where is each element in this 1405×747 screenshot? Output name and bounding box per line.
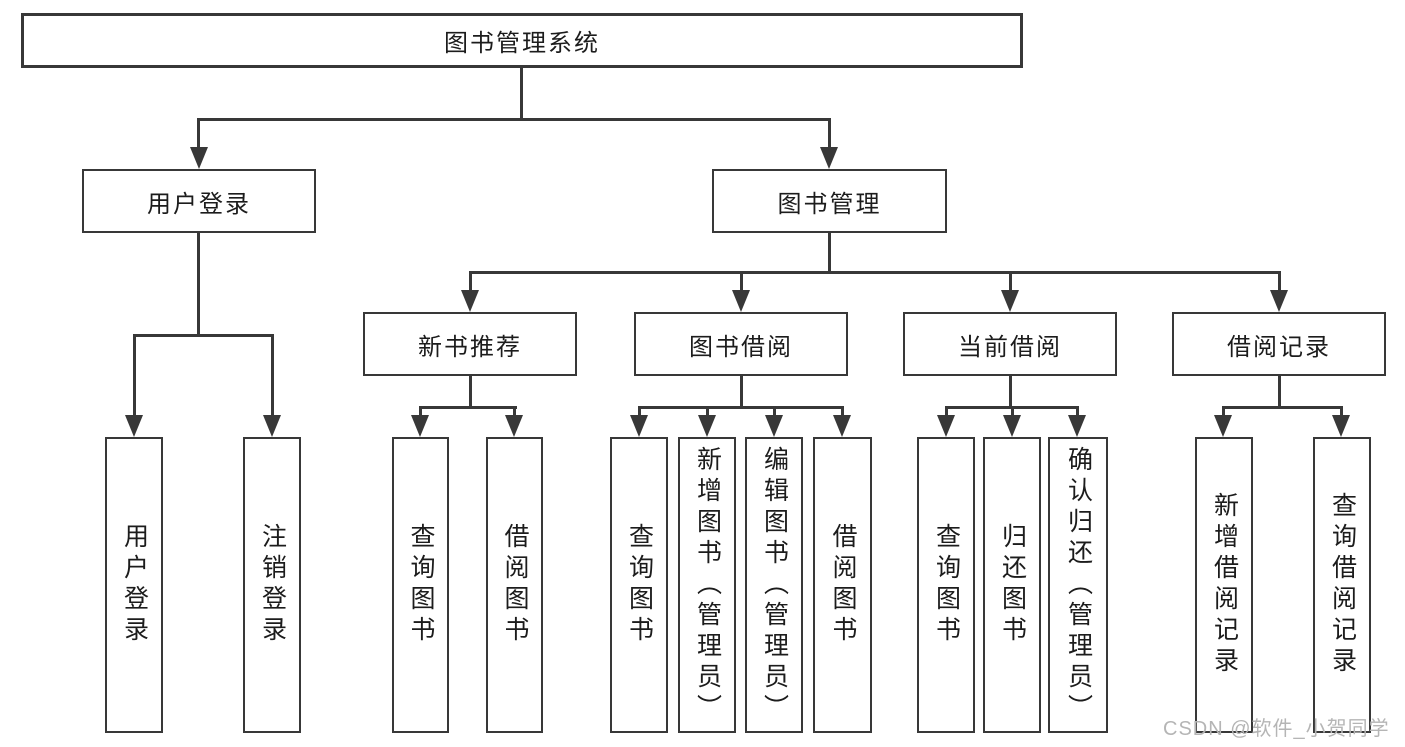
connector-to-leaf-borrow-1 — [513, 406, 516, 418]
leaf-logout: 注销登录 — [243, 437, 301, 733]
connector-to-borrow-records — [1278, 271, 1281, 293]
connector-to-current-borrow — [1009, 271, 1012, 293]
connector-new-book-stub — [469, 376, 472, 409]
leaf-query-borrow-record-label: 查询借阅记录 — [1328, 492, 1357, 678]
connector-to-leaf-add-record — [1222, 406, 1225, 418]
connector-user-login-bar — [133, 334, 274, 337]
connector-to-leaf-logout — [271, 334, 274, 418]
connector-borrow-records-bar — [1222, 406, 1342, 409]
node-user-login: 用户登录 — [82, 169, 316, 233]
leaf-user-login: 用户登录 — [105, 437, 163, 733]
node-new-book-recommend: 新书推荐 — [363, 312, 577, 376]
node-book-borrow-label: 图书借阅 — [689, 333, 793, 361]
leaf-logout-label: 注销登录 — [258, 523, 287, 647]
leaf-query-book-2: 查询图书 — [610, 437, 668, 733]
connector-to-user-login — [197, 118, 200, 149]
arrow-to-current-borrow — [1001, 290, 1019, 312]
arrow-to-leaf-user-login — [125, 415, 143, 437]
node-current-borrow: 当前借阅 — [903, 312, 1117, 376]
arrow-to-leaf-return — [1003, 415, 1021, 437]
leaf-query-book-3-label: 查询图书 — [932, 523, 961, 647]
connector-to-leaf-query-record — [1340, 406, 1343, 418]
arrow-to-user-login — [190, 147, 208, 169]
connector-new-book-bar — [419, 406, 517, 409]
leaf-borrow-book-2-label: 借阅图书 — [829, 523, 857, 647]
connector-book-borrow-stub — [740, 376, 743, 409]
arrow-to-book-borrow — [732, 290, 750, 312]
node-book-management: 图书管理 — [712, 169, 947, 233]
connector-book-management-stub — [828, 233, 831, 274]
arrow-to-leaf-borrow-2 — [833, 415, 851, 437]
leaf-add-book-admin-label: 新增图书（管理员） — [693, 445, 722, 725]
connector-to-leaf-query-2 — [638, 406, 641, 418]
arrow-to-leaf-add-book — [698, 415, 716, 437]
arrow-to-leaf-add-record — [1214, 415, 1232, 437]
connector-to-leaf-confirm-return — [1076, 406, 1079, 418]
arrow-to-leaf-confirm-return — [1068, 415, 1086, 437]
leaf-confirm-return-admin: 确认归还（管理员） — [1048, 437, 1108, 733]
connector-to-new-book-recommend — [469, 271, 472, 293]
connector-to-book-management — [828, 118, 831, 149]
arrow-to-borrow-records — [1270, 290, 1288, 312]
arrow-to-leaf-borrow-1 — [505, 415, 523, 437]
leaf-add-borrow-record: 新增借阅记录 — [1195, 437, 1253, 733]
arrow-to-leaf-query-record — [1332, 415, 1350, 437]
connector-to-leaf-return — [1011, 406, 1014, 418]
leaf-add-book-admin: 新增图书（管理员） — [678, 437, 736, 733]
leaf-return-book-label: 归还图书 — [998, 523, 1027, 647]
arrow-to-leaf-query-2 — [630, 415, 648, 437]
leaf-confirm-return-admin-label: 确认归还（管理员） — [1064, 445, 1093, 725]
node-root-label: 图书管理系统 — [444, 30, 600, 57]
connector-root-bar — [197, 118, 831, 121]
connector-root-stub — [520, 68, 523, 120]
leaf-borrow-book-2: 借阅图书 — [813, 437, 872, 733]
node-current-borrow-label: 当前借阅 — [958, 333, 1062, 361]
connector-user-login-stub — [197, 233, 200, 337]
node-user-login-label: 用户登录 — [147, 190, 251, 218]
leaf-borrow-book-1-label: 借阅图书 — [501, 523, 529, 647]
leaf-query-book-1-label: 查询图书 — [407, 523, 435, 647]
leaf-query-book-2-label: 查询图书 — [625, 523, 654, 647]
node-borrow-records: 借阅记录 — [1172, 312, 1386, 376]
leaf-edit-book-admin: 编辑图书（管理员） — [745, 437, 803, 733]
arrow-to-leaf-query-3 — [937, 415, 955, 437]
connector-to-leaf-edit-book — [773, 406, 776, 418]
arrow-to-new-book-recommend — [461, 290, 479, 312]
node-borrow-records-label: 借阅记录 — [1227, 333, 1331, 361]
leaf-query-borrow-record: 查询借阅记录 — [1313, 437, 1371, 733]
arrow-to-leaf-logout — [263, 415, 281, 437]
leaf-query-book-3: 查询图书 — [917, 437, 975, 733]
connector-to-leaf-query-3 — [945, 406, 948, 418]
connector-book-management-bar — [469, 271, 1281, 274]
node-new-book-recommend-label: 新书推荐 — [418, 333, 522, 361]
arrow-to-leaf-query-1 — [411, 415, 429, 437]
connector-to-leaf-add-book — [706, 406, 709, 418]
arrow-to-book-management — [820, 147, 838, 169]
connector-to-leaf-user-login — [133, 334, 136, 418]
leaf-query-book-1: 查询图书 — [392, 437, 449, 733]
leaf-add-borrow-record-label: 新增借阅记录 — [1210, 492, 1239, 678]
connector-book-borrow-bar — [638, 406, 843, 409]
leaf-return-book: 归还图书 — [983, 437, 1041, 733]
node-book-borrow: 图书借阅 — [634, 312, 848, 376]
connector-to-book-borrow — [740, 271, 743, 293]
leaf-borrow-book-1: 借阅图书 — [486, 437, 543, 733]
leaf-user-login-label: 用户登录 — [120, 523, 149, 647]
connector-to-leaf-query-1 — [419, 406, 422, 418]
leaf-edit-book-admin-label: 编辑图书（管理员） — [760, 445, 789, 725]
connector-to-leaf-borrow-2 — [841, 406, 844, 418]
node-book-management-label: 图书管理 — [777, 190, 882, 218]
csdn-watermark: CSDN @软件_小贺同学 — [1163, 718, 1390, 740]
arrow-to-leaf-edit-book — [765, 415, 783, 437]
connector-borrow-records-stub — [1278, 376, 1281, 409]
node-root: 图书管理系统 — [21, 13, 1023, 68]
connector-current-borrow-stub — [1009, 376, 1012, 409]
